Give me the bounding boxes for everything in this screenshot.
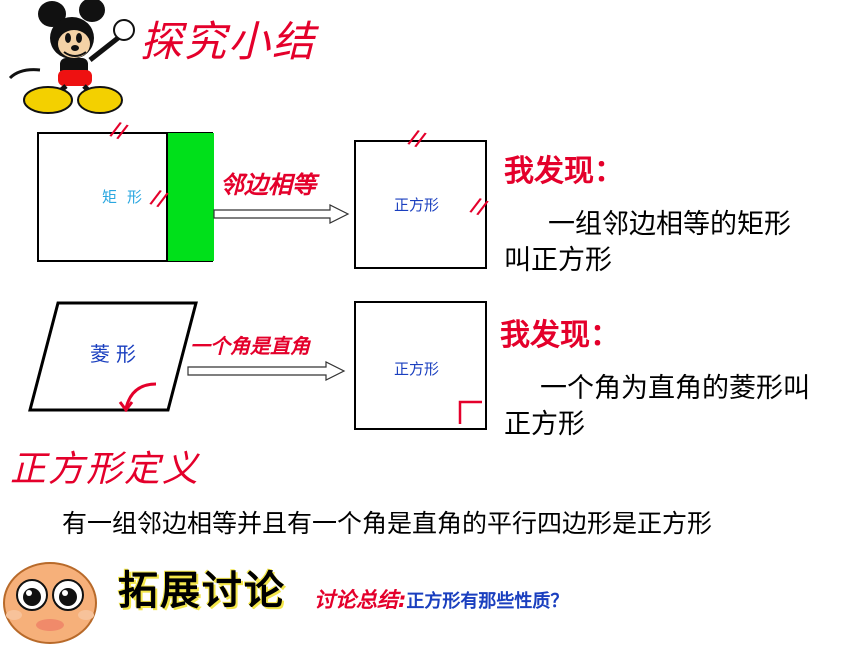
discussion-summary: 讨论总结:正方形有那些性质？ bbox=[314, 584, 568, 614]
arrow-label-adjacent-sides-equal: 邻边相等 bbox=[220, 171, 316, 199]
angle-arc-arrow-icon bbox=[118, 382, 157, 412]
square-result-1 bbox=[354, 140, 487, 269]
find-text-1-line1: 一组邻边相等的矩形 bbox=[548, 209, 791, 240]
green-strip bbox=[166, 133, 214, 261]
square-result-2 bbox=[354, 301, 487, 430]
definition-text: 有一组邻边相等并且有一个角是直角的平行四边形是正方形 bbox=[62, 509, 713, 538]
square-label-2: 正方形 bbox=[394, 360, 440, 378]
cartoon-face-icon bbox=[3, 562, 97, 644]
discussion-summary-label: 讨论总结: bbox=[314, 588, 407, 612]
find-text-1-line2: 叫正方形 bbox=[504, 245, 612, 276]
right-arrow-icon bbox=[213, 204, 350, 224]
discussion-summary-text: 正方形有那些性质？ bbox=[406, 591, 569, 612]
find-text-2-line2: 正方形 bbox=[504, 409, 585, 440]
discussion-heading: 拓展讨论 bbox=[118, 567, 286, 614]
mickey-mouse-icon bbox=[8, 0, 135, 114]
page-title: 探究小结 bbox=[140, 17, 317, 66]
rectangle-label: 矩形 bbox=[102, 188, 153, 206]
square-label-1: 正方形 bbox=[394, 196, 440, 214]
arrow-label-one-right-angle: 一个角是直角 bbox=[190, 334, 310, 358]
right-angle-mark-icon bbox=[458, 400, 482, 424]
right-arrow-icon-2 bbox=[187, 361, 346, 381]
rhombus-label: 菱形 bbox=[90, 342, 142, 366]
definition-heading: 正方形定义 bbox=[10, 449, 201, 490]
find-text-2-line1: 一个角为直角的菱形叫 bbox=[540, 373, 810, 404]
find-heading-1: 我发现： bbox=[504, 154, 624, 189]
find-heading-2: 我发现： bbox=[500, 318, 620, 353]
